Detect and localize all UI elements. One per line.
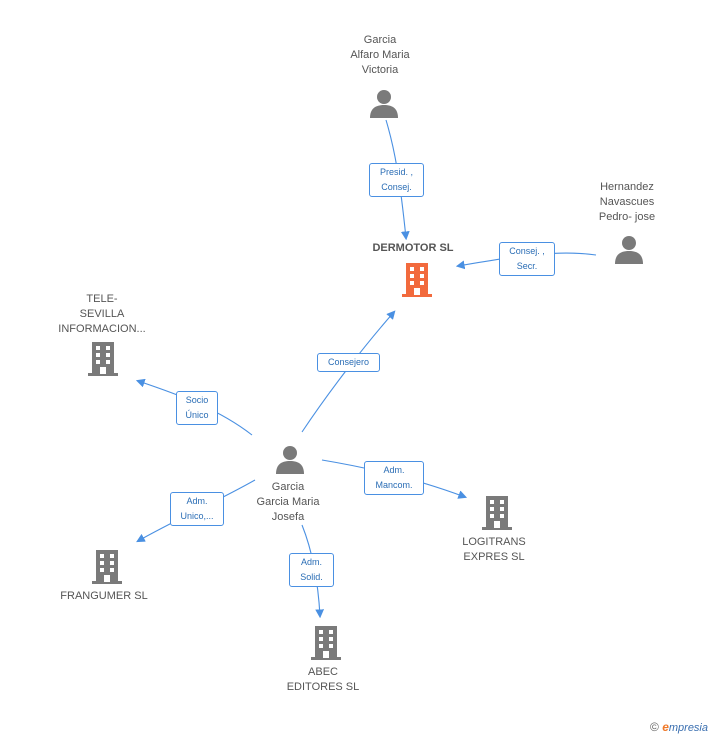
edge-label-adm-mancom[interactable]: Adm. Mancom. [364,461,424,495]
edge-label-consej-secr[interactable]: Consej. , Secr. [499,242,555,276]
building-icon[interactable] [91,550,123,584]
edge-label-consejero[interactable]: Consejero [317,353,380,372]
edge-label-adm-solid[interactable]: Adm. Solid. [289,553,334,587]
focus-company-label[interactable]: DERMOTOR SL [372,242,454,254]
person-icon[interactable] [275,444,305,474]
brand-initial: e [662,720,669,734]
edge-label-presid[interactable]: Presid. , Consej. [369,163,424,197]
person-top-label[interactable]: Garcia Alfaro Maria Victoria [350,34,410,76]
company-tele-label[interactable]: TELE- SEVILLA INFORMACION... [58,293,146,335]
brand-name: mpresia [668,722,708,734]
person-icon[interactable] [614,234,644,264]
building-icon[interactable] [481,496,513,530]
company-frangumer-label[interactable]: FRANGUMER SL [60,590,148,602]
building-icon[interactable] [401,263,433,297]
company-logitrans-label[interactable]: LOGITRANS EXPRES SL [462,536,526,563]
edge-label-socio[interactable]: Socio Único [176,391,218,425]
building-icon[interactable] [87,342,119,376]
building-icon[interactable] [310,626,342,660]
company-abec-label[interactable]: ABEC EDITORES SL [286,666,360,693]
edge-label-adm-unico[interactable]: Adm. Unico,... [170,492,224,526]
person-icon[interactable] [369,88,399,118]
person-right-label[interactable]: Hernandez Navascues Pedro- jose [598,181,656,223]
brand-footer[interactable]: © empresia [650,720,708,734]
edge-consejero [301,310,396,433]
copyright-symbol: © [650,720,659,734]
person-mid-label[interactable]: Garcia Garcia Maria Josefa [256,481,320,523]
